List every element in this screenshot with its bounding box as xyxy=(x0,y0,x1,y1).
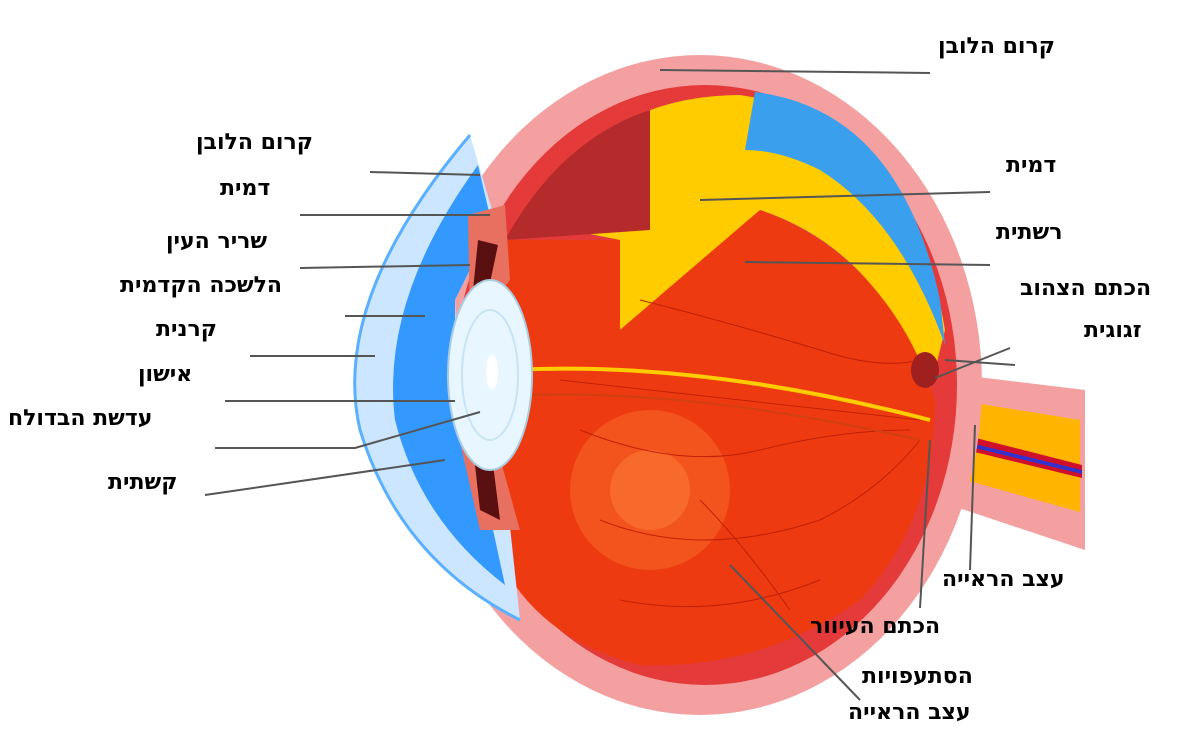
label-nerve-branches-line2: עצב הראייה xyxy=(848,700,971,726)
label-choroid-right: דמית xyxy=(1006,153,1056,179)
label-sclera-left: קרום הלובן xyxy=(196,130,313,156)
label-pupil: אישון xyxy=(138,362,192,388)
label-ciliary-muscle: שריר העין xyxy=(166,229,267,255)
label-choroid-left: דמית xyxy=(220,176,270,202)
label-blind-spot: הכתם העיוור xyxy=(810,614,940,640)
label-lens: עדשת הבדולח xyxy=(8,406,152,432)
label-optic-nerve: עצב הראייה xyxy=(942,567,1065,593)
label-sclera-right: קרום הלובן xyxy=(938,34,1055,60)
label-iris: קשתית xyxy=(108,470,177,496)
lens-highlight xyxy=(486,354,498,390)
label-anterior-chamber: הלשכה הקדמית xyxy=(120,273,282,299)
vitreous-glow-core xyxy=(610,450,690,530)
label-macula: הכתם הצהוב xyxy=(1020,276,1151,302)
macula-spot xyxy=(911,352,939,388)
label-nerve-branches-line1: הסתעפויות xyxy=(862,664,973,690)
label-vitreous: זגוגית xyxy=(1084,318,1142,344)
label-retina: רשתית xyxy=(996,220,1062,246)
label-cornea: קרנית xyxy=(156,317,217,343)
